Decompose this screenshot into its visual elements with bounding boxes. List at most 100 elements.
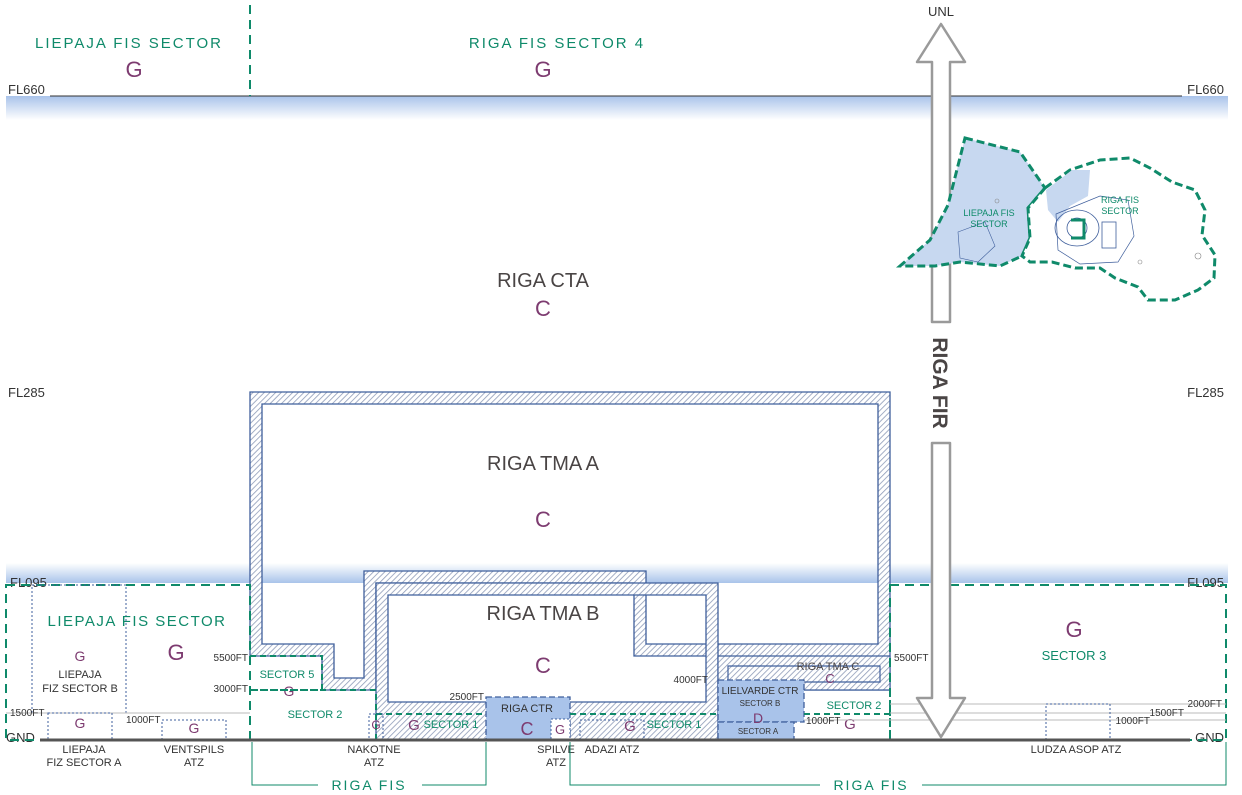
ludza-asop-boundary <box>1045 703 1111 741</box>
liepaja-sector-b-label-1: LIEPAJA <box>58 669 102 681</box>
liepaja-fis-top-class: G <box>125 57 142 82</box>
alt-1000-left: 1000FT <box>126 715 160 726</box>
riga-fis-left-bracket <box>251 742 487 786</box>
sector5-class: G <box>284 683 295 699</box>
ground-ludza: LUDZA ASOP ATZ <box>1031 744 1122 756</box>
alt-2500: 2500FT <box>450 692 484 703</box>
liepaja-sector-b-class: G <box>75 648 86 664</box>
riga-cta-class: C <box>535 296 551 321</box>
lielvarde-sector-b-label: SECTOR B <box>740 699 781 708</box>
ground-liepaja-a-2: FIZ SECTOR A <box>47 757 123 769</box>
liepaja-lower-boundary <box>5 584 251 741</box>
riga-fis-left-label: RIGA FIS <box>331 777 406 793</box>
alt-1500-right: 1500FT <box>1150 708 1184 719</box>
alt-1000-right: 1000FT <box>806 716 840 727</box>
sector5-label: SECTOR 5 <box>260 669 315 681</box>
sector1-right-label: SECTOR 1 <box>647 719 702 731</box>
riga-fis-right-label: RIGA FIS <box>833 777 908 793</box>
tma-b-class: C <box>535 653 551 678</box>
sector2-left-label: SECTOR 2 <box>288 709 343 721</box>
gnd-left: GND <box>6 730 35 745</box>
fl660-left: FL660 <box>8 82 45 97</box>
riga-ctr-glyph <box>1071 218 1086 240</box>
gnd-right: GND <box>1195 730 1224 745</box>
liepaja-fis-top-label: LIEPAJA FIS SECTOR <box>35 35 223 52</box>
alt-2000: 2000FT <box>1188 699 1222 710</box>
map-riga-label-2: SECTOR <box>1101 206 1139 216</box>
lielvarde-class: D <box>753 710 763 726</box>
fl660-right: FL660 <box>1187 82 1224 97</box>
ground-ventspils-2: ATZ <box>184 757 204 769</box>
sector2-right-boundary <box>804 690 891 740</box>
nakotne-class: G <box>371 718 380 732</box>
alt-1000-far: 1000FT <box>1116 716 1150 727</box>
sector3-label: SECTOR 3 <box>1042 648 1107 663</box>
riga-fis-right-bracket <box>569 742 1227 786</box>
fl095-right: FL095 <box>1187 575 1224 590</box>
map-lake-1 <box>1194 252 1202 260</box>
ground-spilve-2: ATZ <box>546 757 566 769</box>
alt-4000: 4000FT <box>674 675 708 686</box>
map-lake-2 <box>1137 259 1143 265</box>
tma-c-class: C <box>825 671 834 686</box>
fl660-band <box>6 96 1228 120</box>
ground-adazi: ADAZI ATZ <box>585 744 640 756</box>
ground-liepaja-a-1: LIEPAJA <box>62 744 106 756</box>
ground-nakotne-2: ATZ <box>364 757 384 769</box>
riga-tma-outline <box>1055 195 1135 265</box>
riga-gulf <box>1046 170 1090 222</box>
liepaja-map-area <box>895 136 1047 268</box>
map-liepaja-label-1: LIEPAJA FIS <box>963 208 1014 218</box>
map-liepaja-label-2: SECTOR <box>970 219 1008 229</box>
riga-fir-arrow <box>915 22 967 324</box>
liepaja-sector-b-label-2: FIZ SECTOR B <box>42 683 118 695</box>
sector3-boundary <box>889 584 1227 741</box>
sector3-class: G <box>1065 617 1082 642</box>
sector2-left-boundary <box>250 689 377 740</box>
alt-1500-left: 1500FT <box>10 708 44 719</box>
unl-label: UNL <box>928 4 954 19</box>
map-riga-label-1: RIGA FIS <box>1101 195 1139 205</box>
riga-fis-sector4-class: G <box>534 57 551 82</box>
sector2-right-label: SECTOR 2 <box>827 700 882 712</box>
lielvarde-sector-a-label: SECTOR A <box>738 727 779 736</box>
riga-ctr-label: RIGA CTR <box>501 703 553 715</box>
map-lake-3 <box>994 198 1000 204</box>
ground-nakotne-1: NAKOTNE <box>347 744 400 756</box>
tma-a-class: C <box>535 507 551 532</box>
lielvarde-map-box <box>1101 221 1117 249</box>
liepaja-lower-label: LIEPAJA FIS SECTOR <box>48 613 227 630</box>
latvia-map-inset: LIEPAJA FIS SECTOR RIGA FIS SECTOR <box>895 136 1217 302</box>
riga-fir-label: RIGA FIR <box>928 337 951 428</box>
tma-c-name: RIGA TMA C <box>797 661 860 673</box>
alt-3000: 3000FT <box>214 684 248 695</box>
sector1-left-class: G <box>408 717 420 734</box>
spilve-class: G <box>555 722 565 737</box>
fl285-left: FL285 <box>8 385 45 400</box>
riga-map-area <box>1020 156 1217 302</box>
adazi-class: G <box>624 718 636 735</box>
liepaja-sector-a-boundary <box>47 712 113 741</box>
lielvarde-ctr-box <box>717 679 805 723</box>
liepaja-lower-class: G <box>167 640 184 665</box>
fl285-right: FL285 <box>1187 385 1224 400</box>
tma-b-name: RIGA TMA B <box>487 603 600 625</box>
riga-tma-ring-outer <box>1054 209 1100 247</box>
sector1-left-label: SECTOR 1 <box>424 719 479 731</box>
ground-ventspils-1: VENTSPILS <box>164 744 225 756</box>
lielvarde-ctr-label: LIELVARDE CTR <box>722 686 799 697</box>
riga-fis-sector4-label: RIGA FIS SECTOR 4 <box>469 35 645 52</box>
riga-ctr-class: C <box>521 719 534 739</box>
alt-5500-left: 5500FT <box>214 653 248 664</box>
liepaja-sector-a-class: G <box>75 715 86 731</box>
alt-5500-right: 5500FT <box>894 653 928 664</box>
ground-spilve-1: SPILVE <box>537 744 575 756</box>
tma-a-name: RIGA TMA A <box>487 453 600 475</box>
ventspils-class: G <box>189 720 200 736</box>
sector2-right-class: G <box>844 716 856 733</box>
liepaja-tma-outline <box>957 221 996 263</box>
riga-cta-name: RIGA CTA <box>497 270 590 292</box>
fl095-left: FL095 <box>10 575 47 590</box>
tma-a-outline <box>249 391 891 691</box>
